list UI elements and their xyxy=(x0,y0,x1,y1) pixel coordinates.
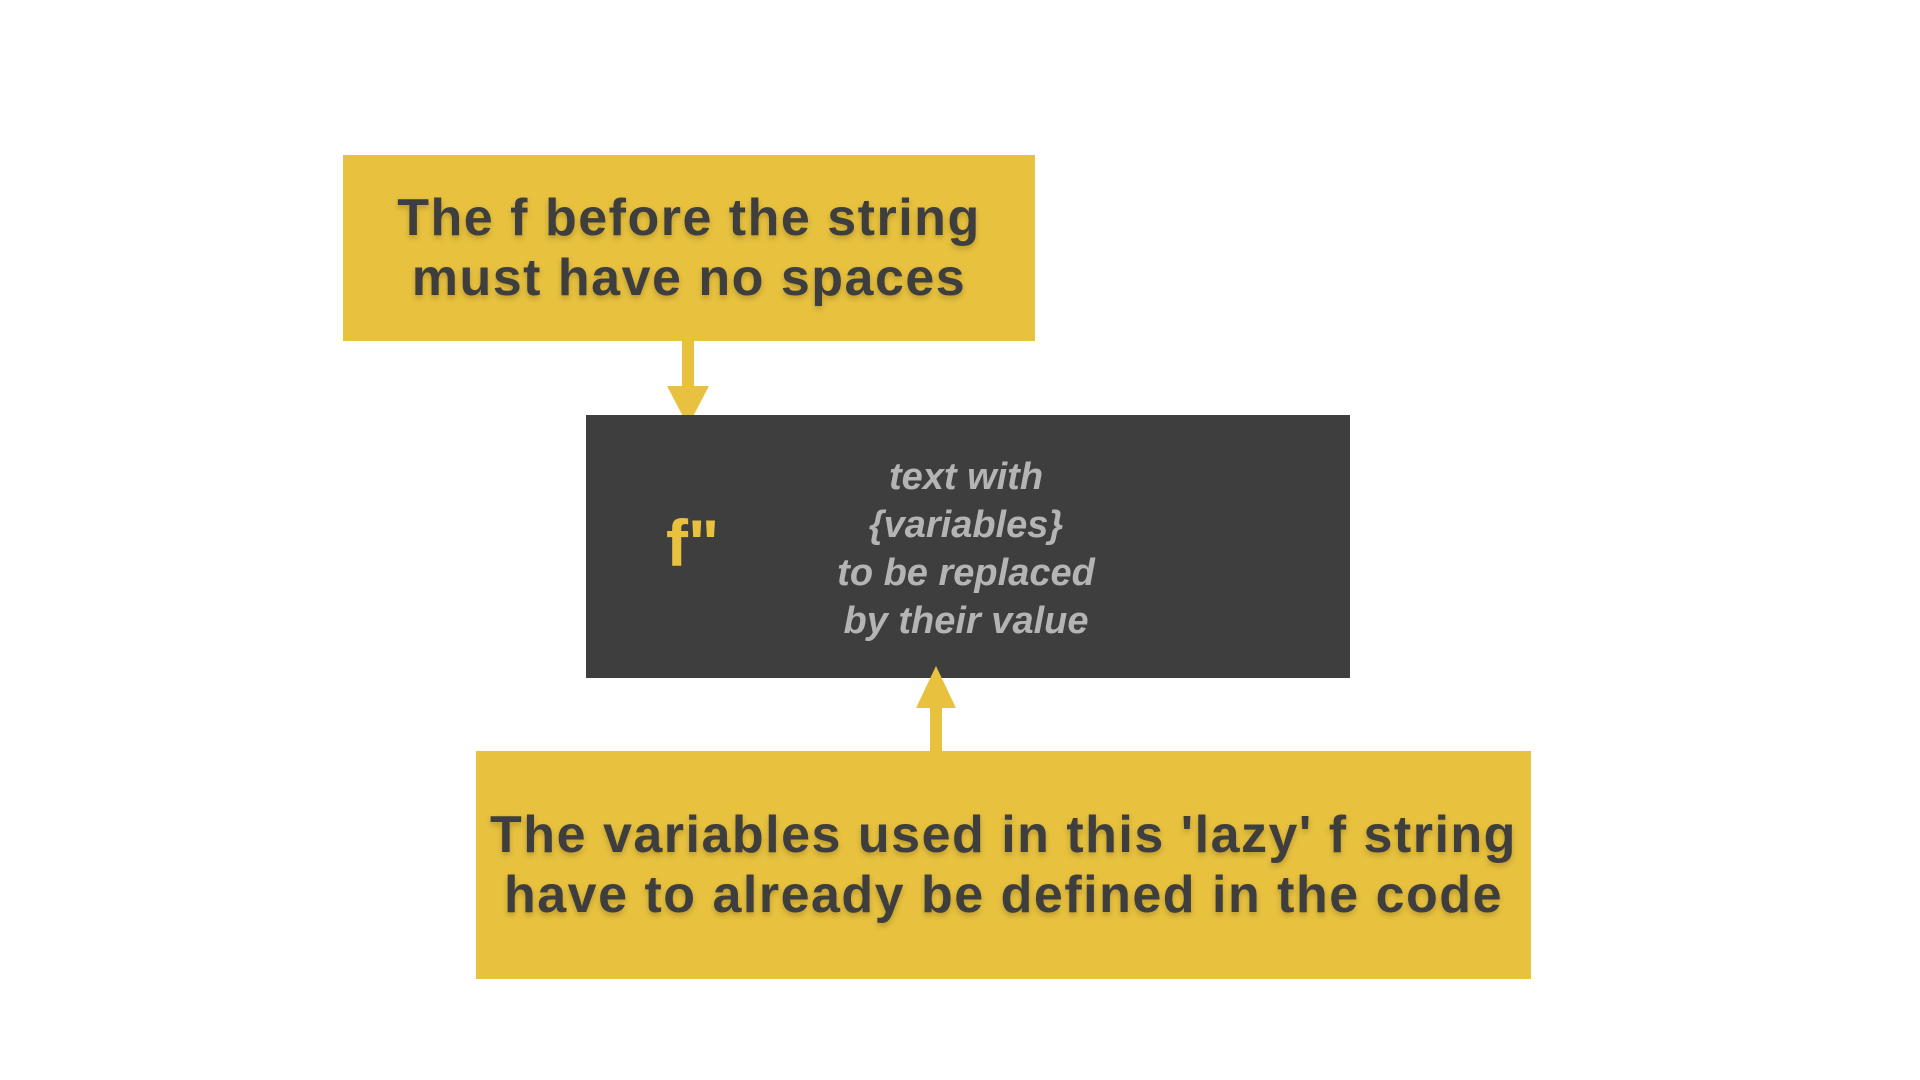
f-prefix-text: f" xyxy=(666,506,720,580)
string-line: by their value xyxy=(843,600,1089,642)
bottom-callout-text: The variables used in this 'lazy' f stri… xyxy=(490,806,1517,924)
string-line: to be replaced xyxy=(837,552,1095,594)
top-callout-text: The f before the string must have no spa… xyxy=(397,189,981,307)
bottom-callout-box: The variables used in this 'lazy' f stri… xyxy=(476,751,1531,979)
down-arrow xyxy=(667,340,709,426)
up-arrow xyxy=(916,666,956,752)
string-body: text with {variables} to be replaced by … xyxy=(771,453,1161,645)
top-callout-box: The f before the string must have no spa… xyxy=(343,155,1035,341)
f-string-code-box: f" text with {variables} to be replaced … xyxy=(586,415,1350,678)
string-line: text with xyxy=(888,456,1044,498)
string-line: {variables} xyxy=(868,504,1064,546)
